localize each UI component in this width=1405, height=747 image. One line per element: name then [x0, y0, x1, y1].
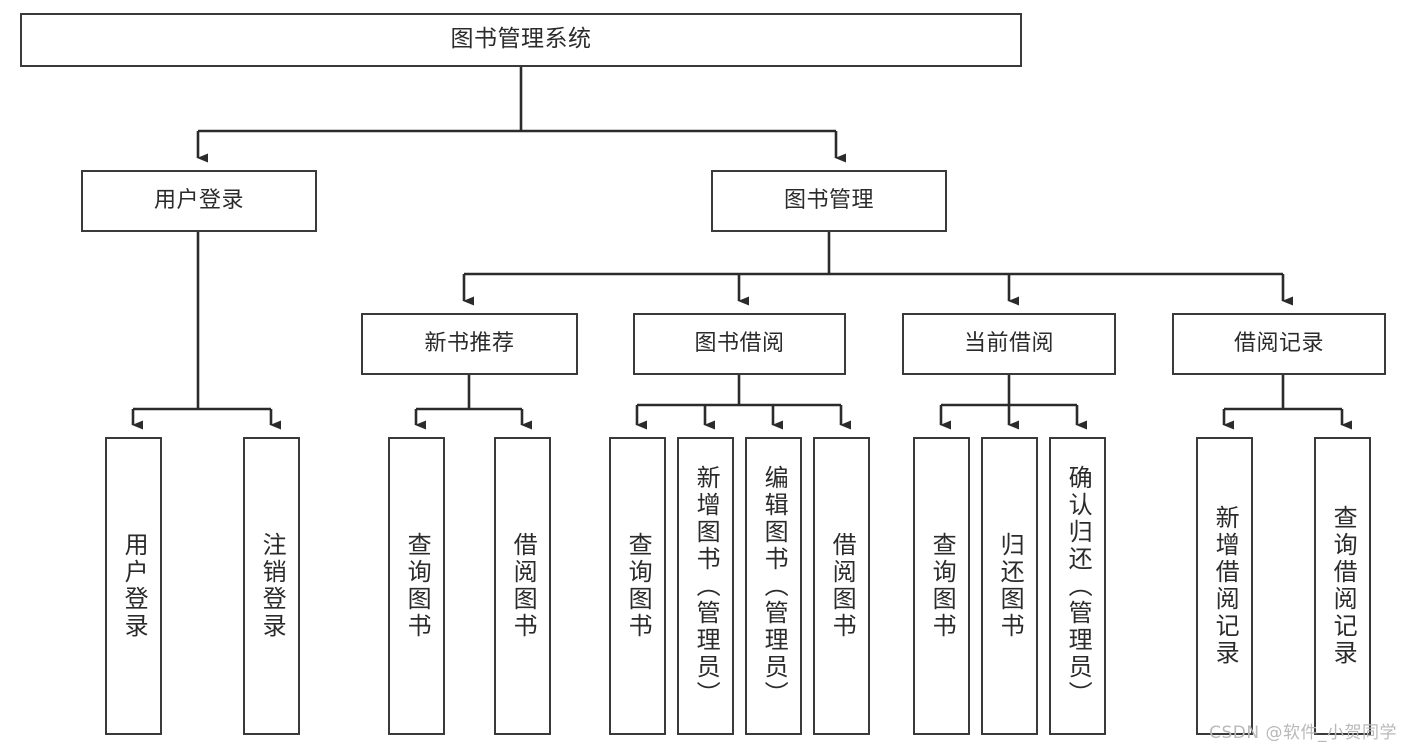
node-label: 图书管理系统 — [450, 26, 592, 53]
leaf-book-borrow-add-book[interactable]: 新增图书（管理员） — [677, 437, 734, 735]
node-book-management[interactable]: 图书管理 — [711, 170, 947, 232]
node-label: 归还图书 — [996, 532, 1025, 640]
node-root-library-system[interactable]: 图书管理系统 — [20, 13, 1022, 67]
node-label: 借阅图书 — [828, 532, 857, 640]
node-label: 借阅图书 — [509, 532, 538, 640]
node-label: 查询借阅记录 — [1329, 505, 1358, 667]
node-label: 新增图书（管理员） — [692, 464, 721, 708]
node-label: 图书借阅 — [694, 331, 785, 357]
leaf-new-book-borrow-book[interactable]: 借阅图书 — [494, 437, 551, 735]
leaf-borrow-record-add-record[interactable]: 新增借阅记录 — [1196, 437, 1253, 735]
node-label: 图书管理 — [783, 188, 874, 214]
leaf-user-login-logout[interactable]: 注销登录 — [243, 437, 300, 735]
leaf-current-borrow-confirm-return[interactable]: 确认归还（管理员） — [1049, 437, 1106, 735]
node-label: 新增借阅记录 — [1211, 505, 1240, 667]
leaf-user-login-login[interactable]: 用户登录 — [105, 437, 162, 735]
node-label: 用户登录 — [120, 532, 149, 640]
node-label: 借阅记录 — [1233, 331, 1324, 357]
leaf-current-borrow-return-book[interactable]: 归还图书 — [981, 437, 1038, 735]
node-label: 编辑图书（管理员） — [760, 464, 789, 708]
node-label: 注销登录 — [258, 532, 287, 640]
node-user-login[interactable]: 用户登录 — [81, 170, 317, 232]
node-label: 查询图书 — [624, 532, 653, 640]
node-label: 新书推荐 — [424, 331, 515, 357]
node-current-borrow[interactable]: 当前借阅 — [902, 313, 1116, 375]
node-label: 查询图书 — [403, 532, 432, 640]
leaf-current-borrow-query-book[interactable]: 查询图书 — [913, 437, 970, 735]
leaf-new-book-query-book[interactable]: 查询图书 — [388, 437, 445, 735]
leaf-borrow-record-query-record[interactable]: 查询借阅记录 — [1314, 437, 1371, 735]
node-label: 当前借阅 — [963, 331, 1054, 357]
leaf-book-borrow-query-book[interactable]: 查询图书 — [609, 437, 666, 735]
node-borrow-record[interactable]: 借阅记录 — [1172, 313, 1386, 375]
node-new-book-recommend[interactable]: 新书推荐 — [361, 313, 578, 375]
leaf-book-borrow-borrow-book[interactable]: 借阅图书 — [813, 437, 870, 735]
leaf-book-borrow-edit-book[interactable]: 编辑图书（管理员） — [745, 437, 802, 735]
node-label: 确认归还（管理员） — [1064, 464, 1093, 708]
node-label: 用户登录 — [153, 188, 244, 214]
node-book-borrow[interactable]: 图书借阅 — [633, 313, 846, 375]
watermark-csdn: CSDN @软件_小贺同学 — [1209, 723, 1397, 743]
node-label: 查询图书 — [928, 532, 957, 640]
